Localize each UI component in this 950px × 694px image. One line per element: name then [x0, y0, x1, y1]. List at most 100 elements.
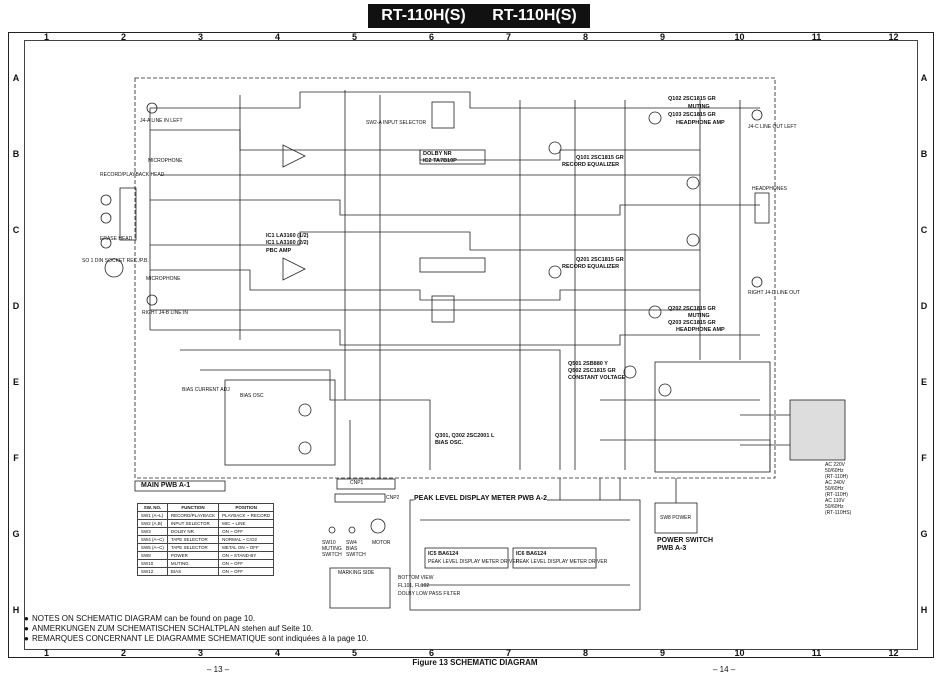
q102-label: Q102 2SC1815 GR	[668, 96, 716, 102]
row-label-right-A: A	[920, 73, 928, 83]
row-label-right-C: C	[920, 225, 928, 235]
fn-table-cell: PLAYBACK ~ RECORD	[218, 511, 275, 520]
fn-table-cell: TAPE SELECTOR	[166, 535, 220, 544]
row-label-H: H	[12, 605, 20, 615]
model-title-right: RT-110H(S)	[492, 7, 577, 24]
q203-label: Q203 2SC1815 GR	[668, 320, 716, 326]
column-label-bottom-8: 8	[582, 648, 588, 658]
power-pwb-label: PWB A-3	[657, 545, 687, 552]
column-label-11: 11	[811, 32, 822, 42]
column-label-12: 12	[888, 32, 899, 42]
column-label-3: 3	[197, 32, 203, 42]
fn-table-cell: INPUT SELECTOR	[166, 519, 220, 528]
row-label-F: F	[13, 453, 19, 463]
column-label-bottom-7: 7	[505, 648, 511, 658]
row-label-right-D: D	[920, 301, 928, 311]
cnp1-label: CNP1	[350, 480, 364, 486]
pbc-amp-label: PBC AMP	[266, 248, 292, 254]
note-english: ●NOTES ON SCHEMATIC DIAGRAM can be found…	[24, 614, 256, 623]
row-label-E: E	[12, 377, 19, 387]
microphone2-label: MICROPHONE	[146, 276, 181, 282]
column-label-7: 7	[505, 32, 511, 42]
fn-table-cell: RECORD/PLAYBACK	[166, 511, 220, 520]
q203-role: HEADPHONE AMP	[676, 327, 725, 333]
fn-table-cell: SW12	[137, 567, 168, 576]
main-pwb-outline	[134, 77, 776, 479]
q502-label: Q502 2SC1815 GR	[568, 368, 616, 374]
ac-voltage-line: (RT-110H)	[825, 474, 848, 480]
column-label-bottom-5: 5	[351, 648, 357, 658]
row-label-right-H: H	[920, 605, 928, 615]
column-label-bottom-12: 12	[888, 648, 899, 658]
rec-head-label: RECORD/PLAYBACK HEAD	[100, 172, 165, 178]
fn-table-cell: POWER	[166, 551, 220, 560]
ac-voltage-line: 50/60Hz	[825, 468, 844, 474]
ic5-label: IC5 BA6124	[428, 551, 459, 557]
q103-label: Q103 2SC1815 GR	[668, 112, 716, 118]
power-switch-label: POWER SWITCH	[657, 537, 713, 544]
column-label-bottom-10: 10	[734, 648, 745, 658]
q301-role: BIAS OSC.	[435, 440, 464, 446]
schematic-notes: ●NOTES ON SCHEMATIC DIAGRAM can be found…	[24, 614, 368, 644]
ac-voltage-line: AC 240V	[825, 480, 846, 486]
column-label-bottom-9: 9	[659, 648, 665, 658]
fn-table-cell: ON ~ OFF	[218, 527, 275, 536]
note-french: ●REMARQUES CONCERNANT LE DIAGRAMME SCHEM…	[24, 634, 369, 643]
q301-label: Q301, Q302 2SC2001 L	[435, 433, 495, 439]
column-label-6: 6	[428, 32, 434, 42]
column-label-bottom-2: 2	[120, 648, 126, 658]
din-socket-label: SO 1 DIN SOCKET REC./P.B.	[82, 258, 149, 264]
erase-head-label: ERASE HEAD	[100, 236, 133, 242]
marking-side-label: MARKING SIDE	[338, 570, 375, 576]
ac-voltage-line: (RT-110HS)	[825, 510, 852, 516]
column-label-4: 4	[274, 32, 280, 42]
fn-table-cell: METAL ON ~ OFF	[218, 543, 275, 552]
diagram-inner-border	[24, 40, 918, 650]
dolby-label: DOLBY NR	[423, 151, 452, 157]
bias-osc-label: BIAS OSC	[240, 393, 264, 399]
row-label-right-B: B	[920, 149, 928, 159]
sw10-label: SW10 MUTING SWITCH	[322, 540, 342, 558]
row-label-right-F: F	[921, 453, 927, 463]
fn-table-cell: SW1 (A~L)	[137, 511, 168, 520]
q201-label: Q201 2SC1815 GR	[576, 257, 624, 263]
q102-role: MUTING	[688, 104, 710, 110]
fn-table-cell: SW10	[137, 559, 168, 568]
q501-label: Q501 2SB880 Y	[568, 361, 608, 367]
row-label-D: D	[12, 301, 20, 311]
line-out-left-label: J4-C LINE OUT LEFT	[748, 124, 797, 130]
q103-role: HEADPHONE AMP	[676, 120, 725, 126]
row-label-G: G	[12, 529, 20, 539]
column-label-bottom-6: 6	[428, 648, 434, 658]
fn-table-cell: SW3	[137, 527, 168, 536]
ic1b-label: IC1 LA3160 (2/2)	[266, 240, 309, 246]
q202-label: Q202 2SC1815 GR	[668, 306, 716, 312]
fn-table-cell: SW2 (A,B)	[137, 519, 168, 528]
fn-table-cell: ON ~ OFF	[218, 559, 275, 568]
column-label-bottom-4: 4	[274, 648, 280, 658]
row-label-C: C	[12, 225, 20, 235]
column-label-2: 2	[120, 32, 126, 42]
fn-table-cell: MIC ~ LINE	[218, 519, 275, 528]
fn-table-cell: BIAS	[166, 567, 220, 576]
input-selector-label: SW2-A INPUT SELECTOR	[366, 120, 427, 126]
line-in-right-label: RIGHT J4-B LINE IN	[142, 310, 189, 316]
fn-table-header: SW. NO.	[137, 503, 168, 512]
page-number-right: – 14 –	[713, 665, 736, 674]
dolby-filter-label: DOLBY LOW PASS FILTER	[398, 591, 461, 597]
fn-table-cell: ON ~ OFF	[218, 567, 275, 576]
q101-role: RECORD EQUALIZER	[562, 162, 620, 168]
line-out-right-label: RIGHT J4-D LINE OUT	[748, 290, 800, 296]
note-german: ●ANMERKUNGEN ZUM SCHEMATISCHEN SCHALTPLA…	[24, 624, 314, 633]
motor-label: MOTOR	[372, 540, 391, 546]
ac-voltage-line: AC 110V	[825, 498, 845, 504]
fn-table-cell: DOLBY NR	[166, 527, 220, 536]
bottom-view-label: BOTTOM VIEW	[398, 575, 434, 581]
